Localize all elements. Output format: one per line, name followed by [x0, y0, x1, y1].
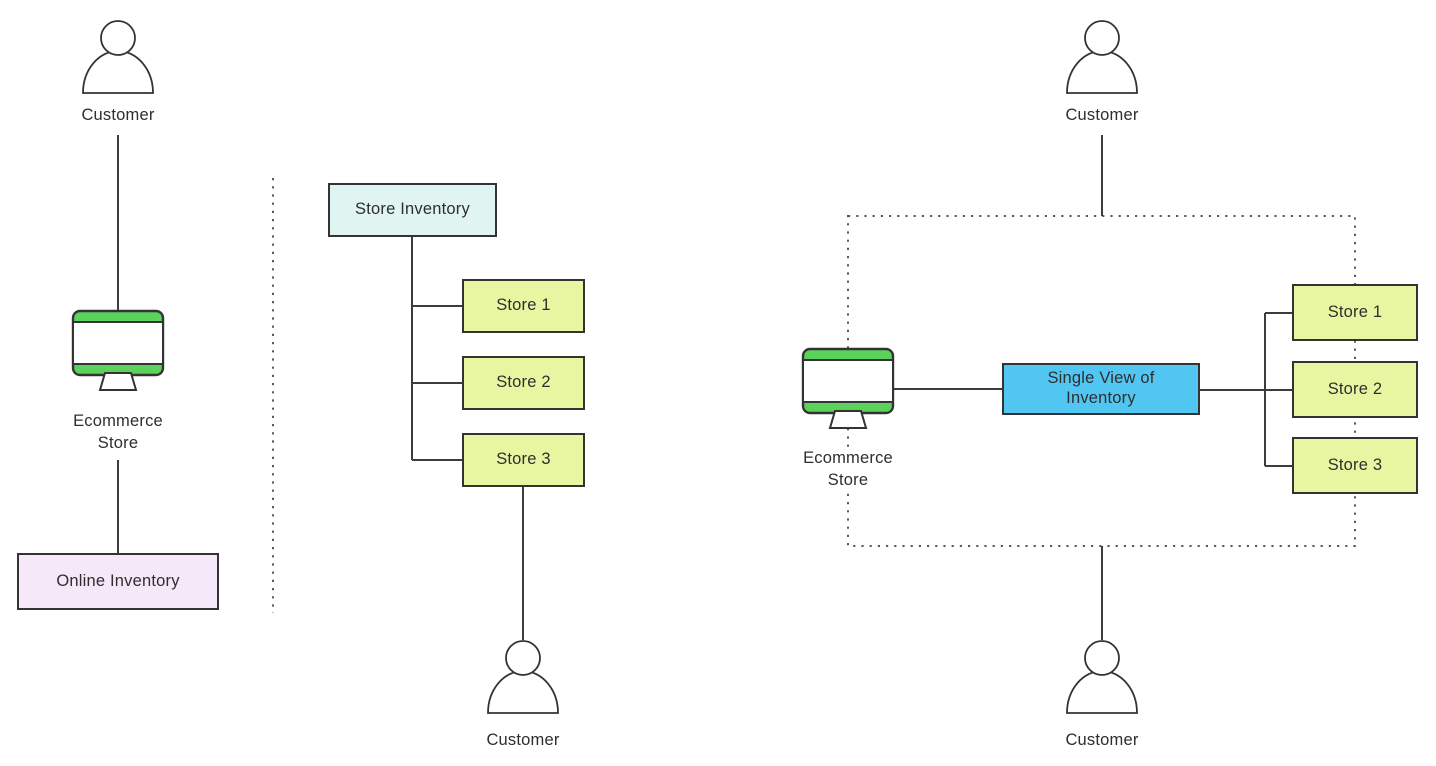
ecommerce-store-label-right-line2: Store — [827, 471, 869, 489]
ecommerce-store-label-left: Ecommerce Store — [48, 410, 188, 454]
store-inventory-label: Store Inventory — [355, 200, 470, 219]
ecommerce-monitor-icon-left — [71, 309, 165, 392]
store-2-box-middle: Store 2 — [462, 356, 585, 410]
online-inventory-label: Online Inventory — [56, 571, 180, 590]
store-1-box-right: Store 1 — [1292, 284, 1418, 341]
single-view-label-line1: Single View of — [1047, 369, 1155, 388]
store-3-box-right: Store 3 — [1292, 437, 1418, 494]
connector-store-inventory-to-stores — [411, 237, 462, 461]
customer-icon-left — [82, 20, 154, 94]
ecommerce-store-label-left-line1: Ecommerce — [73, 412, 163, 430]
online-inventory-box: Online Inventory — [17, 553, 219, 610]
ecommerce-store-label-right-line1: Ecommerce — [803, 449, 893, 467]
customer-label-right-top: Customer — [1065, 106, 1139, 124]
single-view-label-line2: Inventory — [1066, 389, 1136, 407]
customer-label-middle-bottom: Customer — [486, 731, 560, 749]
single-view-of-inventory-box: Single View of Inventory — [1002, 363, 1200, 415]
store-3-label-middle: Store 3 — [496, 450, 551, 469]
customer-icon-middle-bottom — [487, 640, 559, 714]
store-inventory-box: Store Inventory — [328, 183, 497, 237]
ecommerce-store-label-right: Ecommerce Store — [788, 447, 908, 491]
store-1-box-middle: Store 1 — [462, 279, 585, 333]
customer-icon-right-bottom — [1066, 640, 1138, 714]
store-3-label-right: Store 3 — [1327, 455, 1383, 474]
ecommerce-monitor-icon-right — [801, 347, 895, 430]
connector-single-view-to-stores — [1200, 312, 1292, 467]
store-2-label-middle: Store 2 — [496, 373, 551, 392]
customer-label-right-bottom: Customer — [1065, 731, 1139, 749]
store-2-label-right: Store 2 — [1327, 379, 1383, 398]
ecommerce-store-label-left-line2: Store — [97, 434, 139, 452]
store-1-label-right: Store 1 — [1327, 302, 1383, 321]
store-1-label-middle: Store 1 — [496, 296, 551, 315]
store-2-box-right: Store 2 — [1292, 361, 1418, 418]
store-3-box-middle: Store 3 — [462, 433, 585, 487]
customer-label-left: Customer — [81, 106, 155, 124]
customer-icon-right-top — [1066, 20, 1138, 94]
